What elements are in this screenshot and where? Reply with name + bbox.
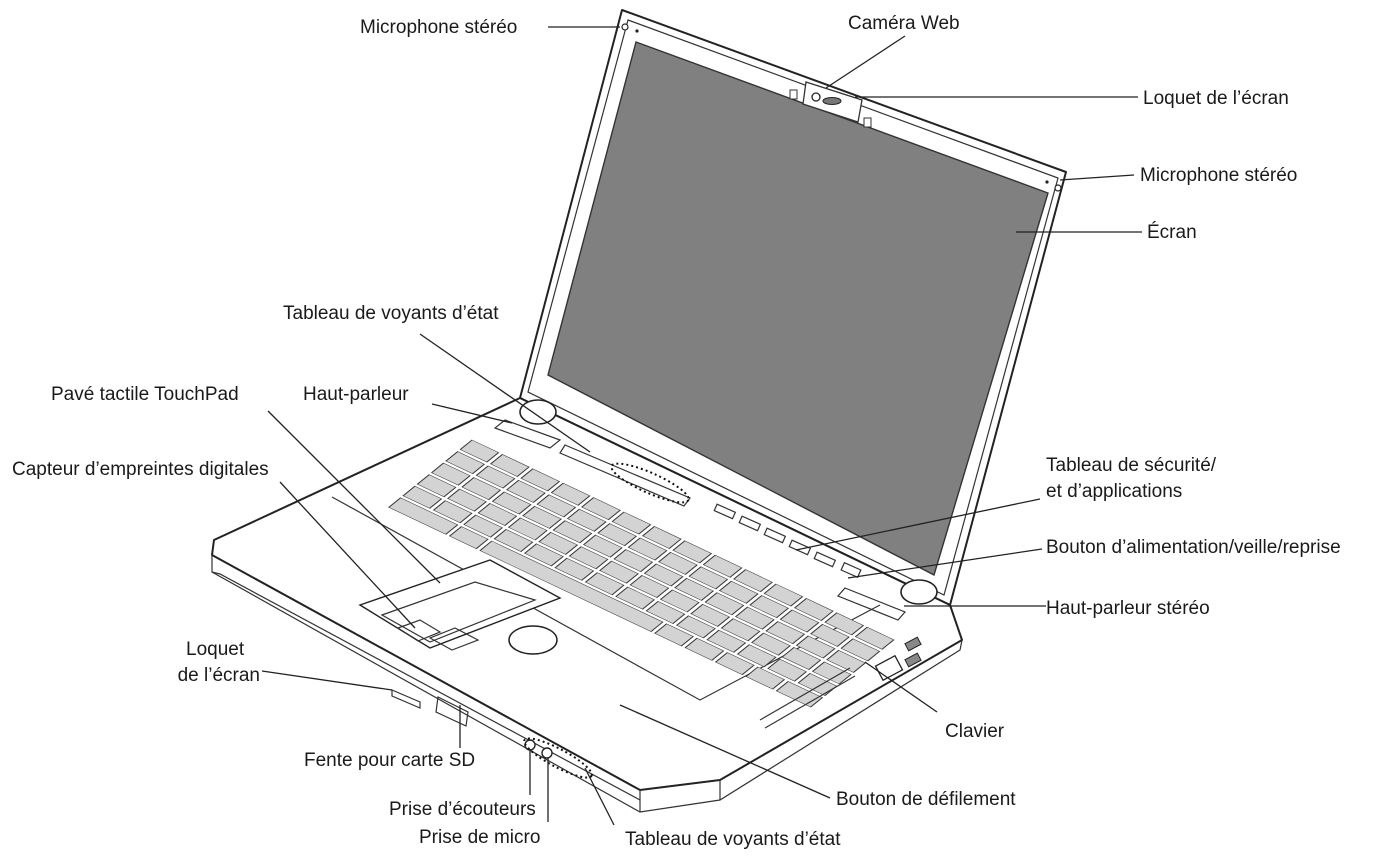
status-strip [559,444,691,507]
label-stereo-speaker: Haut-parleur stéréo [1046,598,1210,619]
label-webcam: Caméra Web [848,13,960,34]
label-status-panel-bottom: Tableau de voyants d’état [625,829,841,850]
scroll-button-shape [508,625,558,655]
label-headphone-jack: Prise d’écouteurs [389,799,536,820]
label-stereo-mic-right: Microphone stéréo [1140,165,1298,186]
display-screen [547,41,1049,577]
label-scroll-button: Bouton de défilement [836,789,1016,810]
label-security-panel-line2: et d’applications [1046,481,1183,502]
label-security-panel-line1: Tableau de sécurité/ [1046,455,1217,476]
label-power-button: Bouton d’alimentation/veille/reprise [1046,537,1341,558]
label-touchpad: Pavé tactile TouchPad [51,384,239,405]
label-security-panel: Tableau de sécurité/ et d’applications [1046,455,1216,503]
label-screen-latch-front-line2: de l’écran [177,665,260,686]
label-speaker: Haut-parleur [303,384,409,405]
security-app-buttons [713,503,837,568]
label-sd-slot: Fente pour carte SD [304,750,476,771]
status-indicator-outline-top [610,462,690,504]
status-indicator-outline-front [523,737,593,779]
label-screen-latch-top: Loquet de l’écran [1143,88,1289,109]
label-screen-latch-front-line1: Loquet [186,639,245,660]
label-status-panel-top: Tableau de voyants d’état [283,303,499,324]
mic-right-icon [1054,184,1062,192]
label-screen-latch-front: Loquet de l’écran [160,639,260,687]
label-stereo-mic-left: Microphone stéréo [360,17,518,38]
label-mic-jack: Prise de micro [419,827,541,848]
keyboard-keys [388,439,895,708]
webcam-lens-icon [811,92,821,102]
laptop-base [211,397,963,813]
label-fingerprint: Capteur d’empreintes digitales [12,459,269,480]
power-button-shape [840,561,862,579]
laptop-lid [519,9,1067,606]
label-keyboard: Clavier [945,721,1005,742]
mic-left-icon [621,23,629,31]
leader-lines [261,26,1142,826]
label-screen: Écran [1147,222,1197,243]
